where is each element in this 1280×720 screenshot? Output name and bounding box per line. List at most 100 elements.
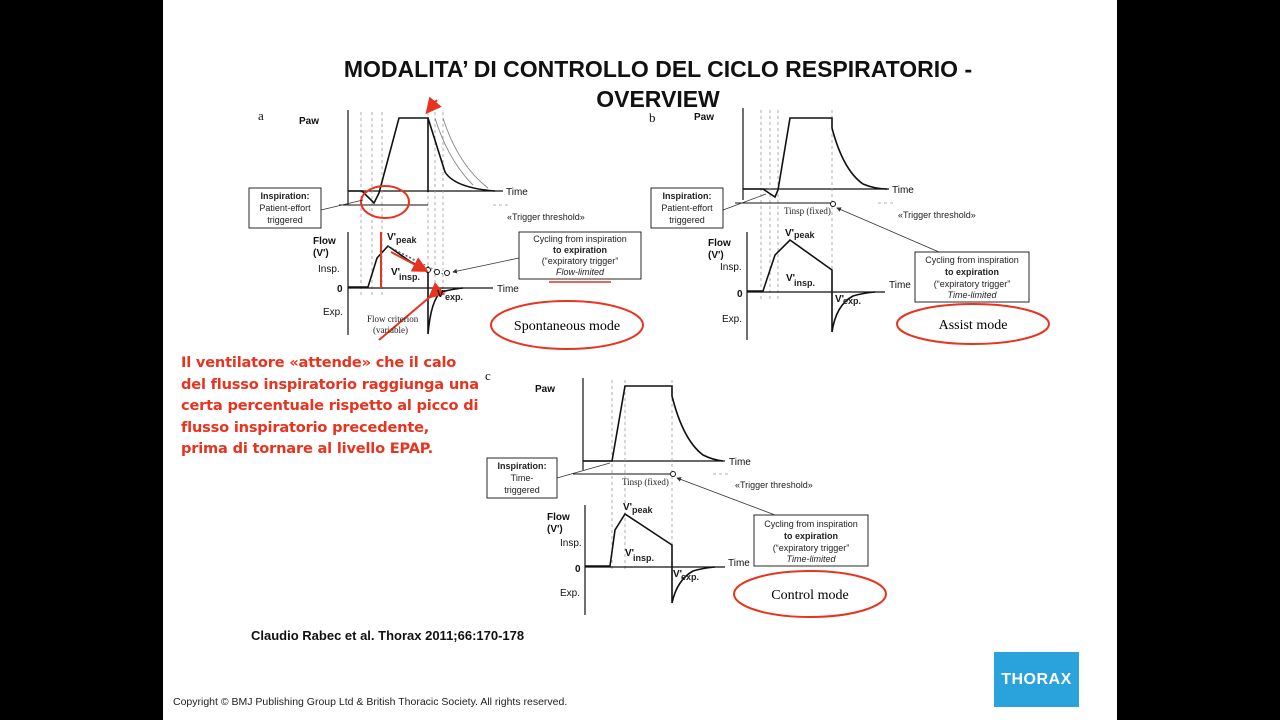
diagram-a-inspiration-box — [248, 187, 322, 229]
diagram-c-vexp-sub: exp. — [681, 572, 699, 582]
diagram-b-inspiration-box — [650, 187, 724, 229]
diagram-a-cycling-pointer — [452, 257, 520, 274]
note-line-4: flusso inspiratorio precedente, — [181, 418, 430, 436]
diagram-a-box-line-1: Inspiration: — [261, 191, 310, 201]
diagram-c-vpeak-sub: peak — [632, 505, 654, 515]
diagram-b-mode-label: Assist mode — [939, 318, 1008, 333]
diagram-b-box-pointer — [722, 193, 767, 211]
diagram-c: c Paw Time Tinsp (fixed) «Trigger thresh… — [485, 368, 887, 618]
diagram-b-vinsp-v: V' — [786, 273, 795, 284]
diagram-c-vinsp-sub: insp. — [633, 553, 654, 563]
diagram-a-exp-label: Exp. — [323, 307, 343, 318]
note-line-5: prima di tornare al livello EPAP. — [181, 440, 433, 457]
red-annotation-note: Il ventilatore «attende» che il calo del… — [181, 352, 501, 460]
diagram-b-insp-label: Insp. — [720, 262, 742, 273]
diagram-c-paw-curve — [583, 385, 724, 462]
diagram-canvas: a Paw Time «Trigger threshold» — [248, 96, 1050, 618]
diagram-c-cycling-line-4: Time-limited — [787, 554, 837, 564]
slide-title-line-1: MODALITA’ DI CONTROLLO DEL CICLO RESPIRA… — [343, 56, 973, 82]
diagram-a-vinsp-sub: insp. — [399, 272, 420, 282]
diagram-b-flow-label: Flow — [708, 238, 731, 249]
diagram-a-zero-label: 0 — [337, 284, 343, 295]
diagram-b-vpeak-sub: peak — [794, 230, 816, 240]
diagram-b: b Paw Time Tinsp (fixed) «Trigger thresh… — [649, 108, 1050, 345]
diagram-b-mode-ellipse — [896, 303, 1050, 345]
diagram-b-time-label: Time — [892, 185, 914, 196]
diagram-a-time-label: Time — [506, 187, 528, 198]
diagram-a-vdot-label: (V') — [313, 248, 329, 259]
diagram-a-paw-curve — [348, 117, 496, 205]
diagram-b-paw-label: Paw — [694, 112, 714, 123]
diagram-c-insp-label: Insp. — [560, 538, 582, 549]
diagram-a-criterion-line-1: Flow criterion — [367, 314, 419, 324]
diagram-a-cycle-point-2 — [434, 269, 440, 275]
diagram-a-vexp-v: V' — [437, 289, 446, 300]
diagram-c-box-line-1: Inspiration: — [498, 461, 547, 471]
diagram-b-time2-label: Time — [889, 280, 911, 291]
diagram-b-cycling-box — [914, 251, 1030, 303]
diagram-c-mode-ellipse — [733, 570, 887, 618]
thorax-logo: THORAX — [994, 652, 1079, 707]
diagram-c-vinsp-v: V' — [625, 548, 634, 559]
diagram-b-vexp-v: V' — [835, 294, 844, 305]
note-line-1: Il ventilatore «attende» che il calo — [181, 354, 457, 371]
diagram-a-box-pointer — [320, 199, 364, 211]
diagram-c-vpeak-v: V' — [623, 502, 632, 513]
diagram-c-vexp-v: V' — [673, 569, 682, 580]
diagram-b-guides — [760, 110, 893, 300]
diagram-a-trigger-circle — [360, 185, 410, 219]
diagram-b-trigger-label: «Trigger threshold» — [898, 210, 976, 220]
diagram-b-vexp-sub: exp. — [843, 296, 861, 306]
diagram-b-vpeak-v: V' — [785, 228, 794, 239]
slide: MODALITA’ DI CONTROLLO DEL CICLO RESPIRA… — [163, 0, 1117, 720]
diagram-b-exp-label: Exp. — [722, 314, 742, 325]
diagram-a-vpeak-v: V' — [387, 232, 396, 243]
diagram-b-cycle-point — [830, 201, 836, 207]
diagram-a-cycle-point-1 — [425, 267, 431, 273]
diagram-b-tinsp-label: Tinsp (fixed) — [784, 206, 831, 216]
diagram-a: a Paw Time «Trigger threshold» — [248, 96, 644, 350]
diagram-c-guides — [611, 380, 729, 570]
diagram-a-time2-label: Time — [497, 284, 519, 295]
diagram-b-box-line-1: Inspiration: — [663, 191, 712, 201]
diagram-a-cycling-line-1: Cycling from inspiration — [533, 234, 627, 244]
diagram-a-vexp-sub: exp. — [445, 292, 463, 302]
diagram-a-cycling-line-2: to expiration — [553, 245, 607, 255]
diagram-c-flow-label: Flow — [547, 512, 570, 523]
diagram-c-vdot-label: (V') — [547, 524, 563, 535]
diagram-b-cycling-line-3: (“expiratory trigger” — [934, 279, 1011, 289]
diagram-c-box-line-2: Time- — [511, 473, 534, 483]
diagram-c-cycling-box — [753, 514, 869, 567]
diagram-b-letter: b — [649, 110, 656, 125]
diagram-b-flow-curve — [747, 238, 876, 333]
note-line-2: del flusso inspiratorio raggiunga una — [181, 375, 479, 393]
copyright-notice: Copyright © BMJ Publishing Group Ltd & B… — [173, 696, 568, 708]
diagram-a-vpeak-sub: peak — [396, 235, 418, 245]
diagram-a-box-line-2: Patient-effort — [259, 203, 311, 213]
diagram-a-cycling-box — [518, 231, 642, 280]
diagram-b-vdot-label: (V') — [708, 250, 724, 261]
diagram-a-vinsp-v: V' — [391, 267, 400, 278]
diagram-b-box-line-2: Patient-effort — [661, 203, 713, 213]
diagram-b-cycling-line-4: Time-limited — [948, 290, 998, 300]
diagram-c-trigger-label: «Trigger threshold» — [735, 480, 813, 490]
diagram-a-trigger-label: «Trigger threshold» — [507, 212, 585, 222]
diagram-c-zero-label: 0 — [575, 564, 581, 575]
diagram-c-time-label: Time — [729, 457, 751, 468]
diagram-a-red-decline-arrow — [390, 251, 429, 272]
diagram-c-letter: c — [485, 368, 491, 383]
diagram-a-paw-label: Paw — [299, 116, 319, 127]
diagram-c-cycling-line-1: Cycling from inspiration — [764, 519, 858, 529]
diagram-b-paw-curve — [743, 117, 888, 199]
diagram-a-flow-label: Flow — [313, 236, 336, 247]
diagram-b-zero-label: 0 — [737, 289, 743, 300]
diagram-a-criterion-line-2: (variable) — [373, 325, 408, 335]
diagram-a-cycle-point-3 — [444, 270, 450, 276]
diagram-a-mode-label: Spontaneous mode — [514, 319, 620, 334]
diagram-a-mode-ellipse — [490, 300, 644, 350]
diagram-b-cycling-pointer — [836, 207, 940, 253]
diagram-c-box-line-3: triggered — [504, 485, 540, 495]
diagram-b-box-line-3: triggered — [669, 215, 705, 225]
diagram-c-cycling-pointer — [676, 477, 776, 516]
diagram-a-box-line-3: triggered — [267, 215, 303, 225]
